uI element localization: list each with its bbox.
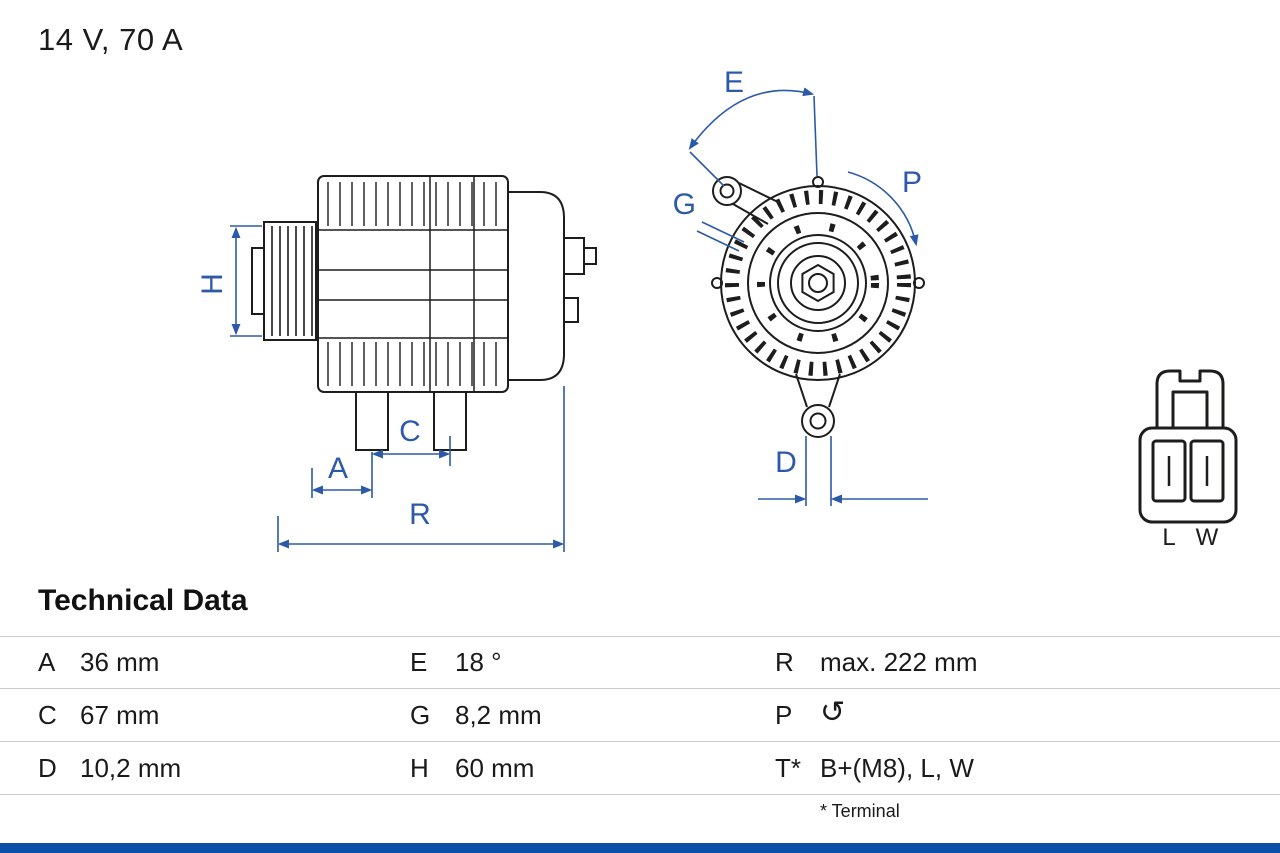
pulley (251, 221, 317, 341)
spec-D-key: D (38, 752, 57, 783)
spec-P-value: ↺ (820, 700, 1280, 731)
table-row: A 36 mm E 18 ° R max. 222 mm (0, 636, 1280, 689)
dim-label-C: C (399, 415, 421, 448)
spec-T-value: B+(M8), L, W (820, 752, 974, 783)
spec-H-value: 60 mm (455, 752, 535, 783)
spec-A-value: 36 mm (80, 647, 160, 677)
dim-leader-G (696, 221, 745, 252)
spec-G-key: G (410, 699, 431, 730)
spec-R-value: max. 222 mm (820, 647, 978, 677)
dim-label-H: H (196, 273, 229, 295)
fan-marks (757, 222, 879, 344)
spec-P-key: P (775, 699, 793, 730)
technical-drawing: H A C R (196, 66, 1238, 552)
dim-label-G: G (673, 188, 696, 221)
alternator-side-view (251, 175, 597, 451)
pin-label-W: W (1196, 524, 1219, 551)
table-row: D 10,2 mm H 60 mm T* B+(M8), L, W (0, 742, 1280, 795)
spec-E-key: E (410, 647, 428, 677)
left-knob (711, 277, 723, 289)
dim-label-D: D (775, 446, 797, 479)
spec-H-key: H (410, 752, 429, 783)
connector-plug (1138, 369, 1238, 524)
pin-label-L: L (1162, 524, 1175, 551)
shaft-nut (801, 263, 835, 303)
right-knob (913, 277, 925, 289)
rotation-direction-icon: ↺ (820, 699, 846, 730)
brand-bar (0, 843, 1280, 853)
front-view-dimensions (688, 87, 928, 506)
stator-slots (725, 190, 911, 376)
spec-A-key: A (38, 647, 56, 677)
dim-label-E: E (724, 66, 744, 99)
connector-top (1155, 369, 1225, 428)
spec-R-key: R (775, 647, 794, 677)
dim-label-R: R (409, 498, 431, 531)
pin-slot-W (1189, 439, 1225, 503)
spec-G-value: 8,2 mm (455, 699, 542, 730)
technical-data-table: A 36 mm E 18 ° R max. 222 mm C 67 mm G 8… (0, 636, 1280, 795)
table-row: C 67 mm G 8,2 mm P ↺ (0, 689, 1280, 742)
pin-slot-L (1151, 439, 1187, 503)
dim-label-P: P (902, 166, 922, 199)
bottom-lug (795, 373, 841, 438)
terminal-footnote: * Terminal (820, 801, 900, 821)
page-title: 14 V, 70 A (38, 22, 184, 57)
spec-E-value: 18 ° (455, 647, 502, 677)
rotation-arrow (847, 171, 919, 247)
dim-label-A: A (328, 452, 348, 485)
b-plus-terminal (563, 237, 585, 275)
spec-C-key: C (38, 699, 57, 730)
alternator-front-view (711, 176, 925, 438)
connector-body (1138, 426, 1238, 524)
housing-body (317, 175, 509, 393)
mounting-ear (712, 176, 781, 225)
vent-fins-bottom (327, 342, 497, 386)
rear-cap (508, 191, 597, 381)
spec-C-value: 67 mm (80, 699, 160, 730)
side-view-dimensions (230, 225, 565, 552)
technical-data-title: Technical Data (38, 584, 248, 617)
dim-arc-E (688, 87, 815, 150)
top-knob (812, 176, 824, 188)
vent-fins-top (327, 182, 497, 226)
spec-T-key: T* (775, 752, 801, 783)
spec-D-value: 10,2 mm (80, 752, 182, 783)
